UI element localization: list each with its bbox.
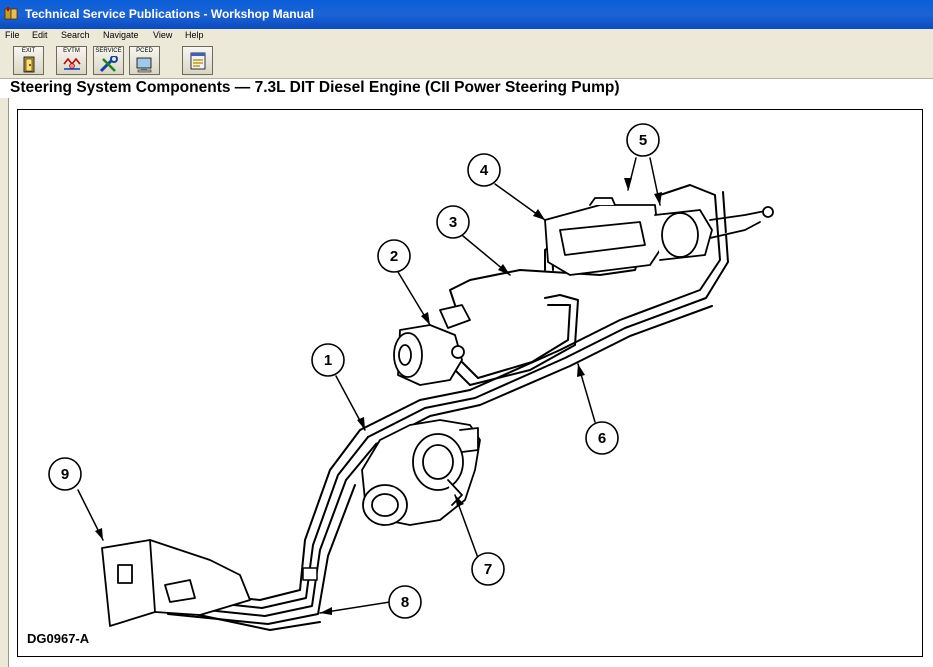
callout-circles	[48, 123, 660, 619]
callout-2-label: 2	[390, 248, 398, 265]
callout-4-circle	[467, 153, 501, 187]
callout-9-circle	[48, 457, 82, 491]
callout-6-label: 6	[598, 430, 606, 447]
callout-arrowheads	[95, 178, 662, 615]
callout-6-circle	[585, 421, 619, 455]
callout-8-circle	[388, 585, 422, 619]
callout-2-circle	[377, 239, 411, 273]
exit-button-label: EXIT	[21, 48, 36, 54]
service-button[interactable]: SERVICE	[93, 46, 124, 75]
power-steering-pump	[393, 304, 471, 386]
callout-7-circle	[471, 552, 505, 586]
window-title: Technical Service Publications - Worksho…	[25, 7, 314, 21]
callout-7-label: 7	[484, 561, 492, 578]
computer-diagnostic-icon	[136, 57, 152, 73]
door-exit-icon	[23, 56, 35, 73]
menu-edit[interactable]: Edit	[32, 30, 48, 40]
hydro-boost-reservoir	[544, 197, 774, 276]
menu-view[interactable]: View	[153, 30, 173, 40]
pced-button-label: PCED	[136, 48, 153, 54]
callout-8-label: 8	[401, 594, 409, 611]
menu-bar: File Edit Search Navigate View Help	[0, 29, 933, 41]
menu-search[interactable]: Search	[61, 30, 90, 40]
left-scroll-edge[interactable]	[0, 98, 9, 667]
callout-9-label: 9	[61, 466, 69, 483]
callout-1-circle	[311, 343, 345, 377]
menu-help[interactable]: Help	[185, 30, 204, 40]
hose-clamp	[302, 567, 318, 581]
notes-button[interactable]	[182, 46, 213, 75]
wrench-icon	[99, 56, 118, 73]
evtm-button-label: EVTM	[63, 48, 80, 54]
menu-file[interactable]: File	[5, 30, 20, 40]
pced-button[interactable]: PCED	[129, 46, 160, 75]
window-title-bar: Technical Service Publications - Worksho…	[0, 0, 933, 29]
callout-4-label: 4	[480, 162, 489, 179]
callout-5-circle	[626, 123, 660, 157]
cooler-bracket	[101, 539, 251, 627]
evtm-button[interactable]: EVTM	[56, 46, 87, 75]
callout-5-label: 5	[639, 132, 647, 149]
service-button-label: SERVICE	[95, 48, 122, 54]
callout-labels: 1 2 3 4 5 6 7 8 9	[61, 132, 647, 611]
wiring-diagram-icon	[63, 57, 81, 70]
callout-1-label: 1	[324, 352, 332, 369]
menu-navigate[interactable]: Navigate	[103, 30, 139, 40]
callout-3-circle	[436, 205, 470, 239]
diagram-code: DG0967-A	[27, 631, 90, 646]
toolbar: EXIT EVTM SERVICE PCED	[0, 41, 933, 79]
exit-button[interactable]: EXIT	[13, 46, 44, 75]
steering-gear	[361, 419, 481, 526]
notepad-icon	[190, 52, 206, 70]
app-book-icon	[4, 7, 18, 20]
page-title: Steering System Components — 7.3L DIT Di…	[10, 79, 620, 96]
callout-3-label: 3	[449, 214, 457, 231]
